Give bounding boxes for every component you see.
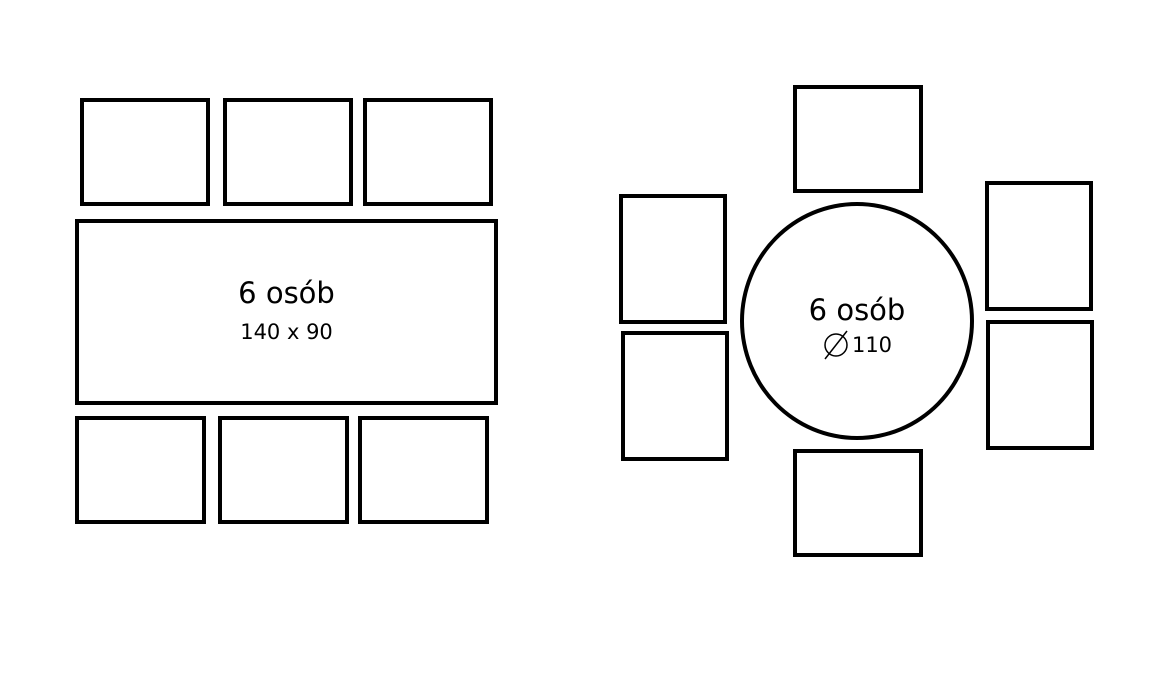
rect-table-persons: 6 osób: [238, 276, 335, 310]
rect-table: [75, 219, 498, 405]
rect-table-size: 140 x 90: [240, 320, 333, 344]
chair-round-right-lower: [986, 320, 1094, 450]
chair-top-2: [223, 98, 353, 206]
round-table: [740, 202, 974, 440]
round-table-diameter: 110: [740, 330, 974, 360]
chair-round-bottom: [793, 449, 923, 557]
round-table-diameter-value: 110: [851, 333, 893, 357]
chair-bottom-2: [218, 416, 349, 524]
chair-bottom-3: [358, 416, 489, 524]
diameter-icon: [824, 330, 848, 360]
chair-round-right-upper: [985, 181, 1093, 311]
chair-round-left-upper: [619, 194, 727, 324]
chair-bottom-1: [75, 416, 206, 524]
chair-top-3: [363, 98, 493, 206]
chair-top-1: [80, 98, 210, 206]
round-table-persons: 6 osób: [808, 293, 906, 327]
chair-round-left-lower: [621, 331, 729, 461]
chair-round-top: [793, 85, 923, 193]
